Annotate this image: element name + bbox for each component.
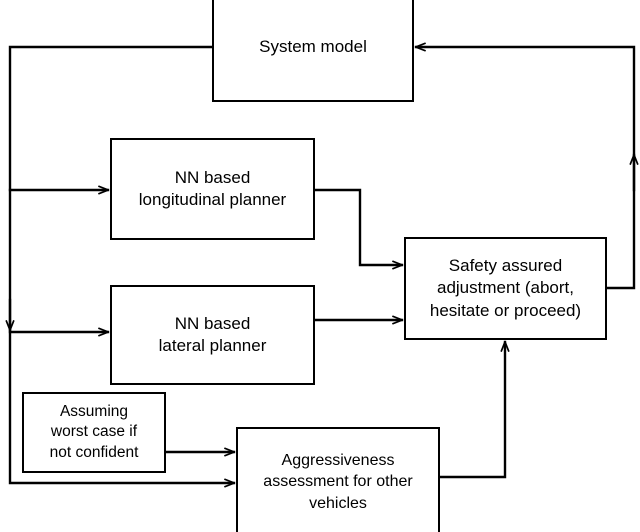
node-aggressiveness-assessment-label: Aggressiveness assessment for other vehi… [263, 452, 413, 512]
node-aggressiveness-assessment[interactable]: Aggressiveness assessment for other vehi… [236, 427, 440, 532]
edge-system-to-longitudinal [8, 45, 214, 190]
node-nn-lateral-planner-label: NN based lateral planner [158, 313, 267, 355]
node-assuming-worst-case[interactable]: Assuming worst case if not confident [22, 392, 166, 473]
node-system-model[interactable]: System model [212, 0, 414, 102]
edge-system-to-aggressiveness [8, 330, 236, 483]
edge-longitudinal-to-safety [313, 188, 404, 265]
node-safety-assured-adjustment-label: Safety assured adjustment (abort, hesita… [429, 255, 582, 320]
node-system-model-label: System model [259, 36, 367, 56]
node-nn-longitudinal-planner-label: NN based longitudinal planner [138, 167, 287, 209]
node-nn-lateral-planner[interactable]: NN based lateral planner [110, 285, 315, 385]
node-nn-longitudinal-planner[interactable]: NN based longitudinal planner [110, 138, 315, 240]
edge-system-to-lateral [8, 188, 110, 332]
edge-aggressiveness-to-safety [438, 340, 505, 479]
node-safety-assured-adjustment[interactable]: Safety assured adjustment (abort, hesita… [404, 237, 607, 340]
node-assuming-worst-case-label: Assuming worst case if not confident [49, 402, 139, 461]
